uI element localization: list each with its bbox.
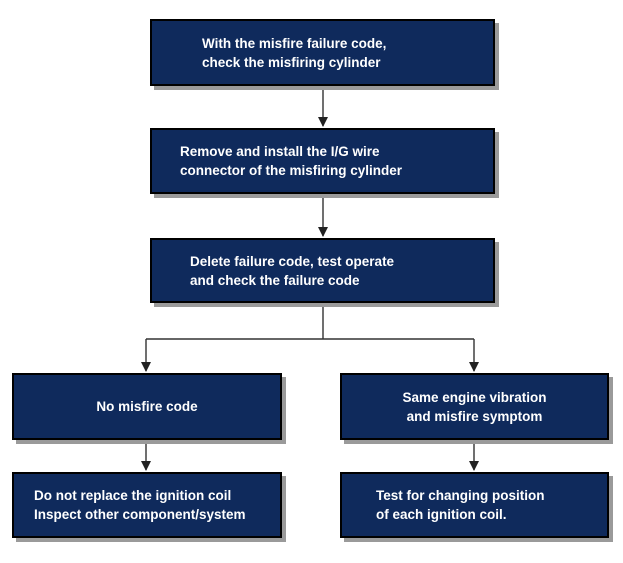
branch-right-text: Same engine vibration and misfire sympto…: [402, 389, 547, 424]
result-right-box: Test for changing position of each ignit…: [340, 472, 609, 538]
step-1-box: With the misfire failure code, check the…: [150, 19, 495, 86]
result-left-box: Do not replace the ignition coil Inspect…: [12, 472, 282, 538]
branch-left-box: No misfire code: [12, 373, 282, 440]
branch-right-box: Same engine vibration and misfire sympto…: [340, 373, 609, 440]
branch-left-text: No misfire code: [96, 399, 198, 414]
step-2-text: Remove and install the I/G wire connecto…: [180, 144, 403, 178]
step-2-box: Remove and install the I/G wire connecto…: [150, 128, 495, 194]
split-connector: [146, 303, 474, 340]
step-1-text: With the misfire failure code, check the…: [202, 35, 387, 70]
step-3-text: Delete failure code, test operate and ch…: [190, 253, 395, 288]
step-3-box: Delete failure code, test operate and ch…: [150, 238, 495, 303]
result-right-text: Test for changing position of each ignit…: [376, 488, 545, 522]
result-left-text: Do not replace the ignition coil Inspect…: [34, 488, 246, 522]
